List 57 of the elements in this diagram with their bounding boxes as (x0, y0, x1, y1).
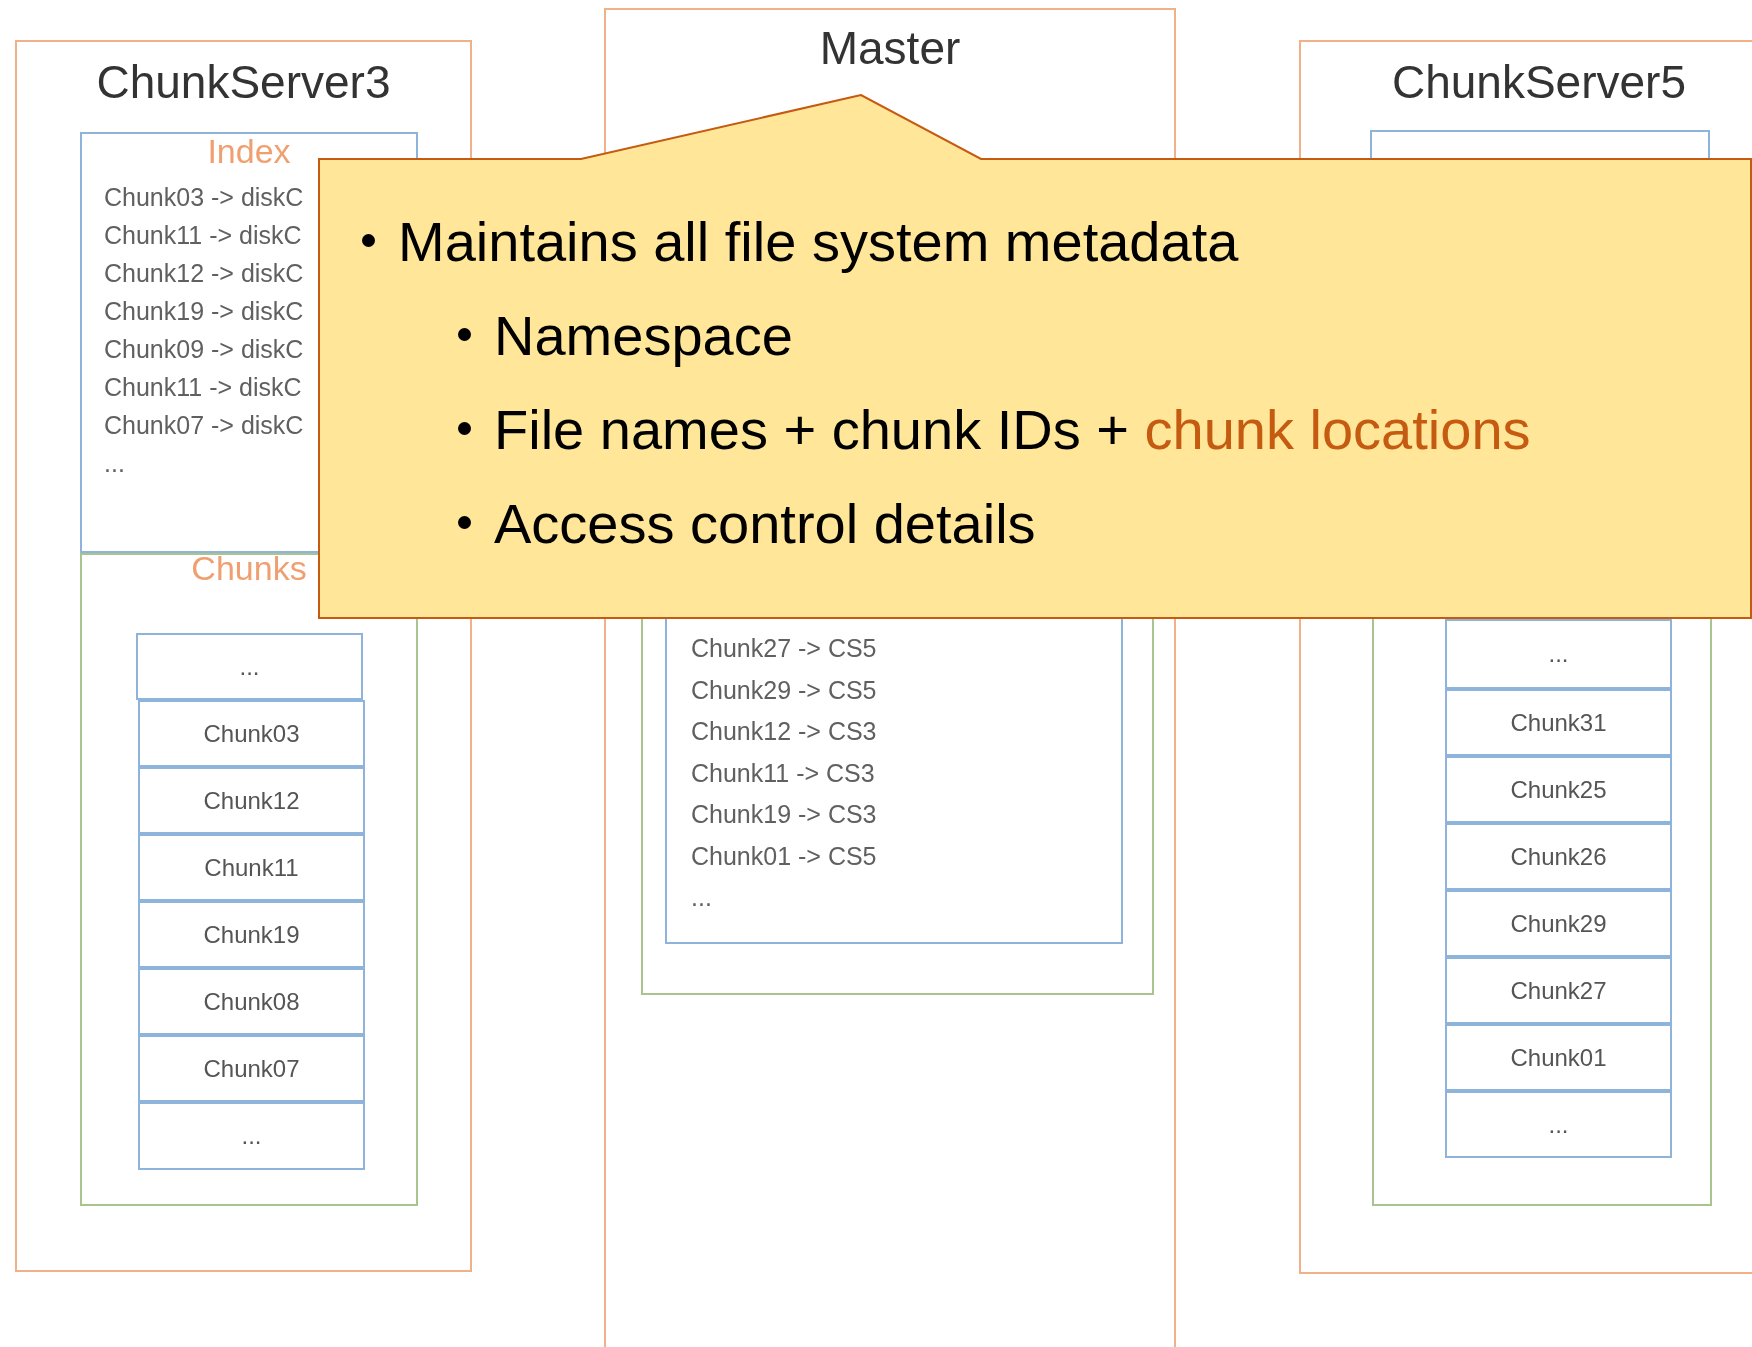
index-entry: Chunk12 -> diskC (104, 259, 304, 288)
chunk-slot (138, 700, 365, 767)
chunk-slot (1445, 619, 1672, 689)
index-entry: Chunk11 -> CS3 (691, 758, 875, 788)
chunk-label: Chunk08 (202, 987, 301, 1016)
chunk-label: ... (1547, 640, 1570, 668)
callout-text: Access control details (494, 492, 1036, 557)
index-entry: Chunk19 -> CS3 (691, 800, 877, 829)
chunk-label: Chunk07 (202, 1054, 301, 1083)
chunk-label: Chunk01 (1509, 1043, 1608, 1072)
index-entry: Chunk27 -> CS5 (691, 634, 877, 663)
chunk-label: ... (240, 1122, 263, 1150)
chunk-slot (1445, 1024, 1672, 1091)
chunk-label: Chunk25 (1509, 775, 1608, 804)
section-title: Index (206, 132, 292, 172)
chunk-label: Chunk26 (1509, 842, 1608, 871)
callout-text: File names + chunk IDs + chunk locations (494, 398, 1531, 463)
chunk-slot (1445, 957, 1672, 1024)
chunk-slot (1445, 890, 1672, 957)
index-entry: Chunk07 -> diskC (104, 411, 304, 440)
chunk-slot (1445, 756, 1672, 823)
chunk-label: Chunk29 (1509, 909, 1608, 938)
chunk-slot (1445, 823, 1672, 890)
storage-panel (80, 553, 418, 1206)
index-entry: ... (691, 883, 712, 912)
chunk-slot (138, 968, 365, 1035)
chunk-label: Chunk19 (202, 920, 301, 949)
server-title: ChunkServer3 (95, 56, 392, 109)
index-entry: Chunk12 -> CS3 (691, 717, 877, 746)
index-entry: Chunk29 -> CS5 (691, 675, 877, 705)
index-entry: Chunk09 -> diskC (104, 335, 304, 364)
chunk-slot (1445, 1091, 1672, 1158)
index-entry: Chunk19 -> diskC (104, 297, 304, 326)
chunk-slot (138, 767, 365, 834)
chunk-slot (1445, 689, 1672, 756)
section-title: Chunks (190, 549, 308, 589)
callout-text: Maintains all file system metadata (398, 210, 1239, 275)
chunk-label: Chunk11 (203, 853, 300, 882)
chunk-label: ... (238, 652, 261, 681)
callout-text: Namespace (494, 304, 793, 369)
index-entry: Chunk01 -> CS5 (691, 841, 877, 871)
chunk-slot (138, 1035, 365, 1102)
chunk-slot (138, 1102, 365, 1170)
index-entry: Chunk11 -> diskC (104, 221, 302, 250)
chunk-label: Chunk12 (202, 786, 301, 815)
chunk-label: Chunk27 (1509, 976, 1608, 1005)
index-entry: ... (104, 449, 125, 478)
chunk-label: Chunk31 (1509, 708, 1608, 737)
chunk-label: ... (1547, 1110, 1570, 1139)
chunk-slot (138, 834, 365, 901)
chunk-slot (136, 633, 363, 700)
server-title: ChunkServer5 (1390, 56, 1687, 109)
index-entry: Chunk03 -> diskC (104, 183, 304, 212)
server-title: Master (818, 22, 962, 75)
chunk-slot (138, 901, 365, 968)
chunk-label: Chunk03 (202, 719, 301, 748)
index-entry: Chunk11 -> diskC (104, 373, 302, 402)
